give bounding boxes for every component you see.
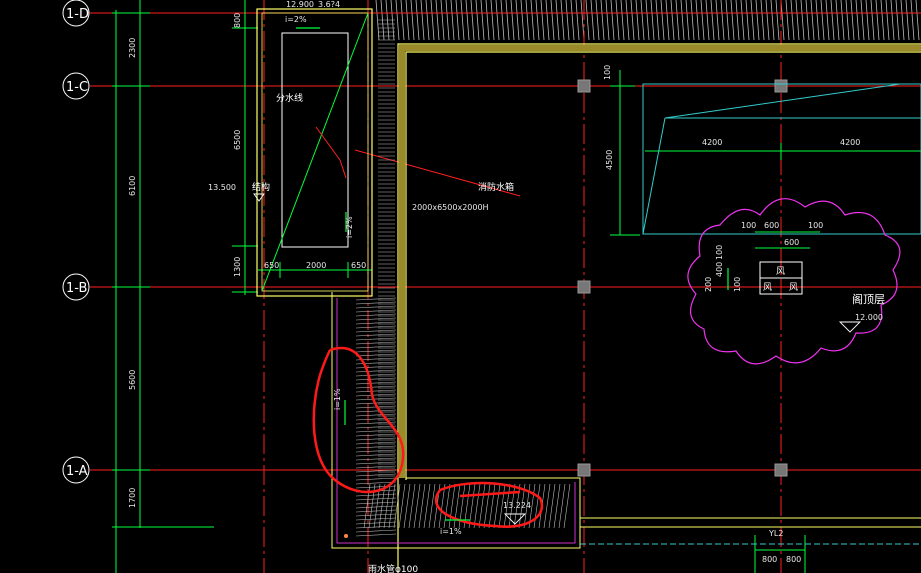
tank-dim-6500: 6500: [233, 130, 242, 150]
fire-tank-name: 消防水箱: [478, 181, 514, 193]
revision-cloud: [687, 198, 901, 365]
bottom-dim-800a: 800: [762, 555, 777, 564]
yl2-label: YL2: [768, 529, 783, 538]
gutter-hatch: [355, 19, 571, 537]
tank-dim-800: 800: [233, 13, 242, 28]
right-dim-4200a: 4200: [702, 138, 722, 147]
cloud-dim-200: 200: [704, 277, 713, 292]
dim-2300: 2300: [128, 38, 137, 58]
tank-slope-side: i=2%: [345, 216, 354, 238]
cloud-dim-100a: 100: [715, 245, 724, 260]
tank-slope-top: i=2%: [285, 15, 307, 24]
axis-bubbles: [62, 0, 90, 484]
vent-label-top: 风: [776, 266, 785, 277]
dim-6100: 6100: [128, 176, 137, 196]
axis-label-1c: 1-C: [66, 80, 88, 95]
roof-edge-hatch: [375, 0, 920, 41]
tank-fenshuixian: 分水线: [276, 92, 303, 104]
vent-label-left: 风: [763, 282, 772, 293]
cloud-dim-100a: 100: [741, 221, 756, 230]
axis-label-1b: 1-B: [66, 281, 87, 296]
tank-dim-650a: 650: [264, 261, 279, 270]
cloud-dim-400: 400: [715, 262, 724, 277]
tank-top-value2: 3.6?4: [318, 0, 340, 9]
red-annotations: [312, 346, 543, 528]
tank-label-jiegou: 结构: [252, 181, 270, 193]
right-dim-4200b: 4200: [840, 138, 860, 147]
cloud-dim-600b: 600: [784, 238, 799, 247]
parapet-wall: [331, 43, 921, 573]
left-dimension-lines: [112, 0, 921, 573]
bottom-dim-800b: 800: [786, 555, 801, 564]
tank-dim-1300: 1300: [233, 257, 242, 277]
room-name: 阁顶层: [852, 292, 885, 306]
drain-point: [344, 534, 348, 538]
slope-bottom: i=1%: [440, 527, 462, 536]
dim-5600: 5600: [128, 370, 137, 390]
drain-label: 雨水管φ100: [368, 563, 418, 573]
right-dim-4500: 4500: [605, 150, 614, 170]
right-dim-100: 100: [603, 65, 612, 80]
vent-label-right: 风: [789, 282, 798, 293]
fire-tank-size: 2000x6500x2000H: [412, 203, 489, 212]
level-markers: [253, 193, 862, 525]
axis-label-1d: 1-D: [66, 7, 89, 22]
dim-1700: 1700: [128, 488, 137, 508]
tank-dim-2000: 2000: [306, 261, 326, 270]
leader-fire-tank: [354, 149, 521, 197]
cloud-dim-100b: 100: [808, 221, 823, 230]
slope-arrows: [296, 27, 729, 521]
cloud-dim-600a: 600: [764, 221, 779, 230]
vent-box: [759, 261, 803, 295]
axis-label-1a: 1-A: [66, 464, 88, 479]
tank-level: 13.500: [208, 183, 236, 192]
water-tank-outline: [256, 8, 373, 297]
skylight-outline: [642, 83, 921, 235]
columns: [577, 79, 788, 477]
cloud-dim-100b: 100: [733, 277, 742, 292]
room-level: 12.000: [855, 313, 883, 322]
tank-dim-650b: 650: [351, 261, 366, 270]
level-bottom: 13.224: [503, 501, 531, 510]
slope-left: i=1%: [333, 388, 342, 410]
tank-top-value: 12.900: [286, 0, 314, 9]
